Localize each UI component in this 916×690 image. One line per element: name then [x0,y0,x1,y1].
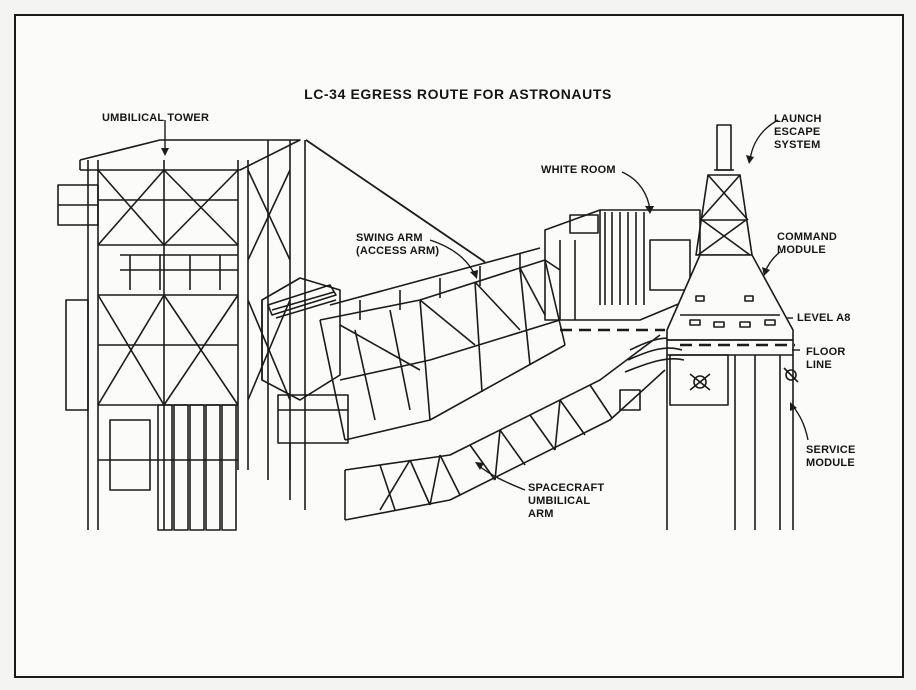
label-command-module: COMMAND MODULE [777,231,837,257]
label-white-room: WHITE ROOM [541,164,616,176]
leader-arrowheads [161,148,797,470]
label-line: ESCAPE [774,126,821,138]
label-umbilical-tower: UMBILICAL TOWER [102,112,210,124]
label-line: UMBILICAL [528,495,591,507]
white-room [544,209,701,321]
label-swing-arm: SWING ARM (ACCESS ARM) [356,232,439,258]
umbilical-tower [57,139,349,531]
spacecraft-umbilical-arm [344,334,685,521]
label-line: FLOOR [806,346,846,358]
command-module [666,254,794,341]
label-spacecraft-umbilical-arm: SPACECRAFT UMBILICAL ARM [528,482,604,521]
label-launch-escape-system: LAUNCH ESCAPE SYSTEM [774,113,822,152]
label-line: SERVICE [806,444,856,456]
launch-escape-system [695,124,753,256]
label-line: ARM [528,508,554,520]
figure-frame [14,14,904,678]
service-module [666,339,799,530]
label-floor-line: FLOOR LINE [806,346,846,372]
guy-cable [305,139,486,263]
label-line: COMMAND [777,231,838,243]
label-line: (ACCESS ARM) [356,245,440,257]
label-line: SWING ARM [356,232,423,244]
diagram-title: LC-34 EGRESS ROUTE FOR ASTRONAUTS [304,86,612,102]
label-line: LAUNCH [774,113,822,125]
label-service-module: SERVICE MODULE [806,444,856,470]
label-level-a8: LEVEL A8 [797,312,851,324]
label-line: SYSTEM [774,139,821,151]
label-line: SPACECRAFT [528,482,605,494]
label-line: LINE [806,359,832,371]
label-line: MODULE [777,244,826,256]
swing-arm [261,247,566,441]
label-line: MODULE [806,457,855,469]
